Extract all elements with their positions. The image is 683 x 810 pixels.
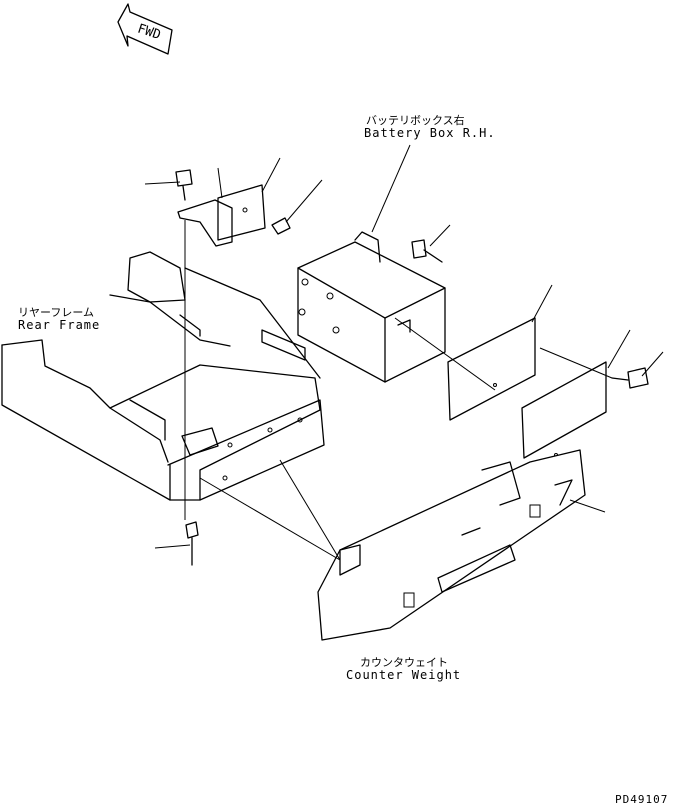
fwd-arrow-icon: FWD bbox=[117, 3, 173, 55]
cover-plate-2 bbox=[521, 361, 607, 459]
rear-frame bbox=[1, 251, 325, 501]
pin-icon bbox=[185, 521, 199, 566]
battery-box bbox=[297, 231, 446, 383]
leader-lines bbox=[144, 144, 664, 549]
bolt-icon bbox=[175, 169, 193, 201]
rear-frame-label-en: Rear Frame bbox=[18, 318, 101, 332]
plate-bolt-icon bbox=[611, 367, 649, 389]
battery-box-label-jp: バッテリボックス右 bbox=[366, 114, 465, 127]
counter-weight bbox=[317, 449, 586, 641]
box-bolt-icon bbox=[411, 239, 443, 263]
battery-box-label-en: Battery Box R.H. bbox=[364, 126, 496, 140]
drawing-code: PD49107 bbox=[615, 793, 669, 806]
fwd-text: FWD bbox=[135, 22, 162, 44]
connector-lines bbox=[199, 317, 613, 561]
battery-bracket bbox=[177, 184, 291, 247]
counter-weight-label-jp: カウンタウェイト bbox=[360, 656, 448, 669]
rear-frame-label-jp: リヤーフレーム bbox=[18, 306, 95, 319]
cover-plate-1 bbox=[447, 317, 536, 421]
counter-weight-label-en: Counter Weight bbox=[346, 668, 462, 682]
